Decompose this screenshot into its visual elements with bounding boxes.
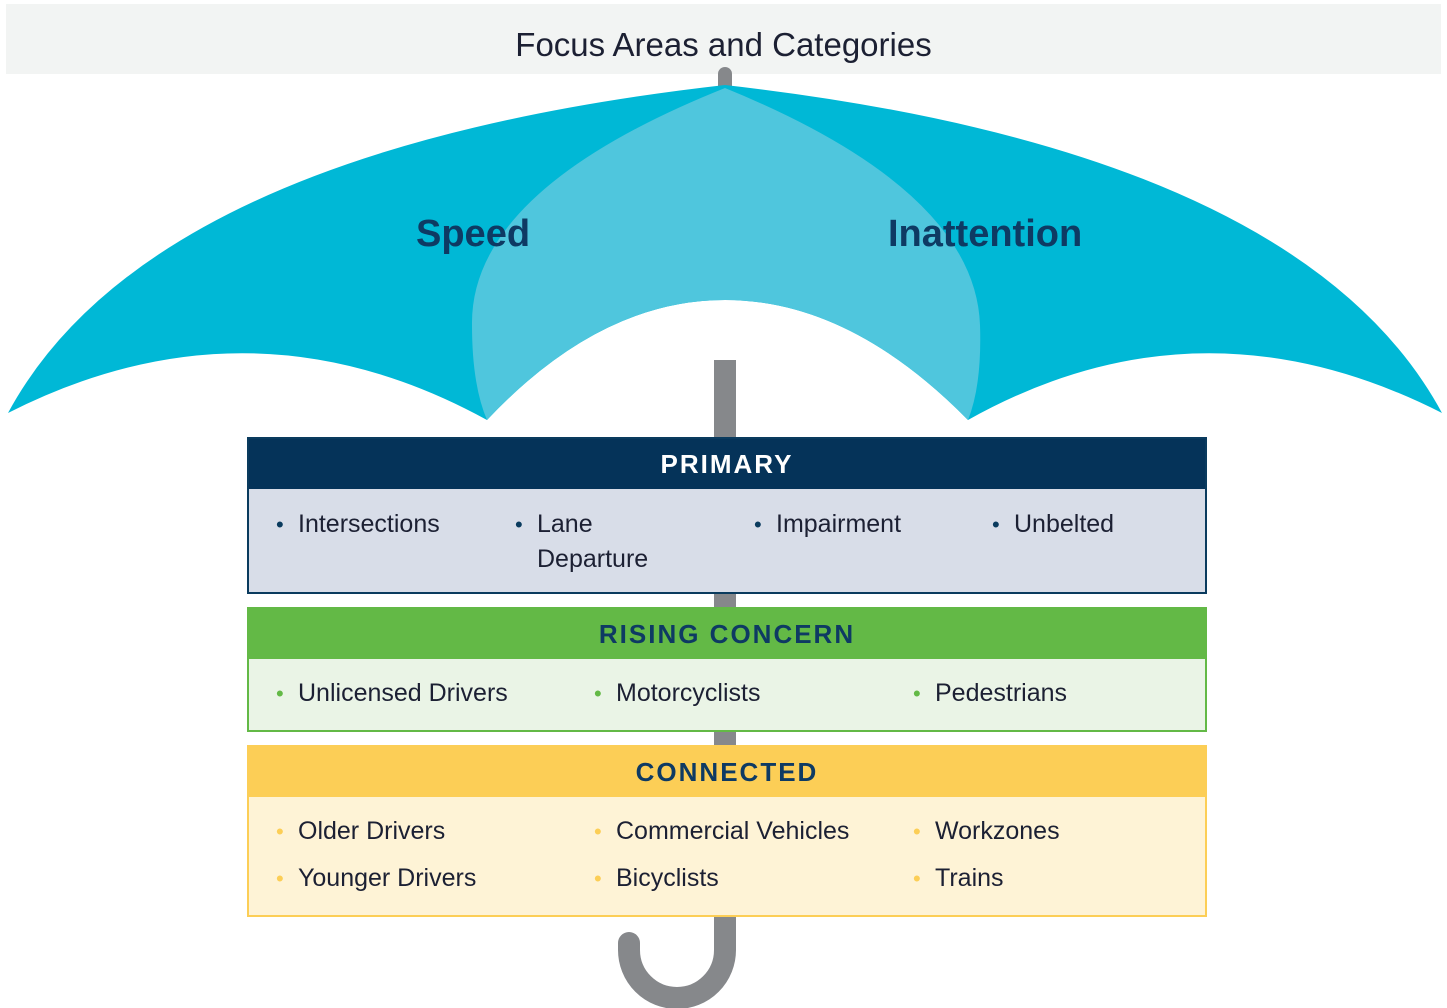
list-item-label: Older Drivers	[298, 817, 446, 845]
section-primary-body: • Intersections • Lane Departure • Impai…	[249, 489, 1205, 592]
section-primary-heading: PRIMARY	[249, 439, 1205, 489]
focus-label-inattention: Inattention	[888, 213, 1083, 255]
list-item-label: Impairment	[776, 510, 902, 538]
list-item-label: Bicyclists	[616, 864, 719, 892]
list-item-label: Pedestrians	[935, 679, 1068, 707]
bullet-icon: •	[515, 512, 523, 537]
bullet-icon: •	[913, 681, 921, 706]
bullet-icon: •	[594, 819, 602, 844]
section-primary: PRIMARY • Intersections • Lane Departure…	[247, 437, 1207, 594]
section-connected-heading: CONNECTED	[249, 747, 1205, 797]
list-item-label: Commercial Vehicles	[616, 817, 850, 845]
list-item-label: Younger Drivers	[298, 864, 477, 892]
list-item: • Commercial Vehicles	[594, 814, 850, 849]
bullet-icon: •	[276, 866, 284, 891]
list-item-label: Lane Departure	[537, 510, 649, 573]
list-item-label: Motorcyclists	[616, 679, 761, 707]
umbrella-canopy-center-panel	[471, 88, 981, 420]
title-bar: Focus Areas and Categories	[6, 4, 1441, 74]
list-item-label: Intersections	[298, 510, 440, 538]
section-connected-body: • Older Drivers • Commercial Vehicles • …	[249, 797, 1205, 915]
bullet-icon: •	[913, 866, 921, 891]
umbrella-handle	[618, 919, 736, 1008]
list-item-label: Trains	[935, 864, 1004, 892]
list-item: • Workzones	[913, 814, 1060, 849]
bullet-icon: •	[594, 866, 602, 891]
bullet-icon: •	[276, 681, 284, 706]
section-connected: CONNECTED • Older Drivers • Commercial V…	[247, 745, 1207, 917]
list-item: • Older Drivers	[276, 814, 446, 849]
list-item: • Bicyclists	[594, 861, 719, 896]
list-item-label: Unlicensed Drivers	[298, 679, 508, 707]
list-item: • Impairment	[754, 507, 902, 542]
bullet-icon: •	[276, 512, 284, 537]
list-item-label: Workzones	[935, 817, 1060, 845]
list-item: • Trains	[913, 861, 1004, 896]
bullet-icon: •	[276, 819, 284, 844]
list-item: • Motorcyclists	[594, 676, 761, 711]
bullet-icon: •	[913, 819, 921, 844]
list-item: • Unlicensed Drivers	[276, 676, 508, 711]
list-item: • Younger Drivers	[276, 861, 477, 896]
list-item-label: Unbelted	[1014, 510, 1115, 538]
section-rising-concern-body: • Unlicensed Drivers • Motorcyclists • P…	[249, 659, 1205, 730]
bullet-icon: •	[754, 512, 762, 537]
list-item: • Lane Departure	[515, 507, 687, 577]
bullet-icon: •	[594, 681, 602, 706]
section-rising-concern: RISING CONCERN • Unlicensed Drivers • Mo…	[247, 607, 1207, 732]
page-title: Focus Areas and Categories	[515, 26, 932, 63]
focus-label-speed: Speed	[416, 213, 531, 255]
list-item: • Unbelted	[992, 507, 1115, 542]
section-rising-concern-heading: RISING CONCERN	[249, 609, 1205, 659]
list-item: • Intersections	[276, 507, 440, 542]
list-item: • Pedestrians	[913, 676, 1068, 711]
bullet-icon: •	[992, 512, 1000, 537]
